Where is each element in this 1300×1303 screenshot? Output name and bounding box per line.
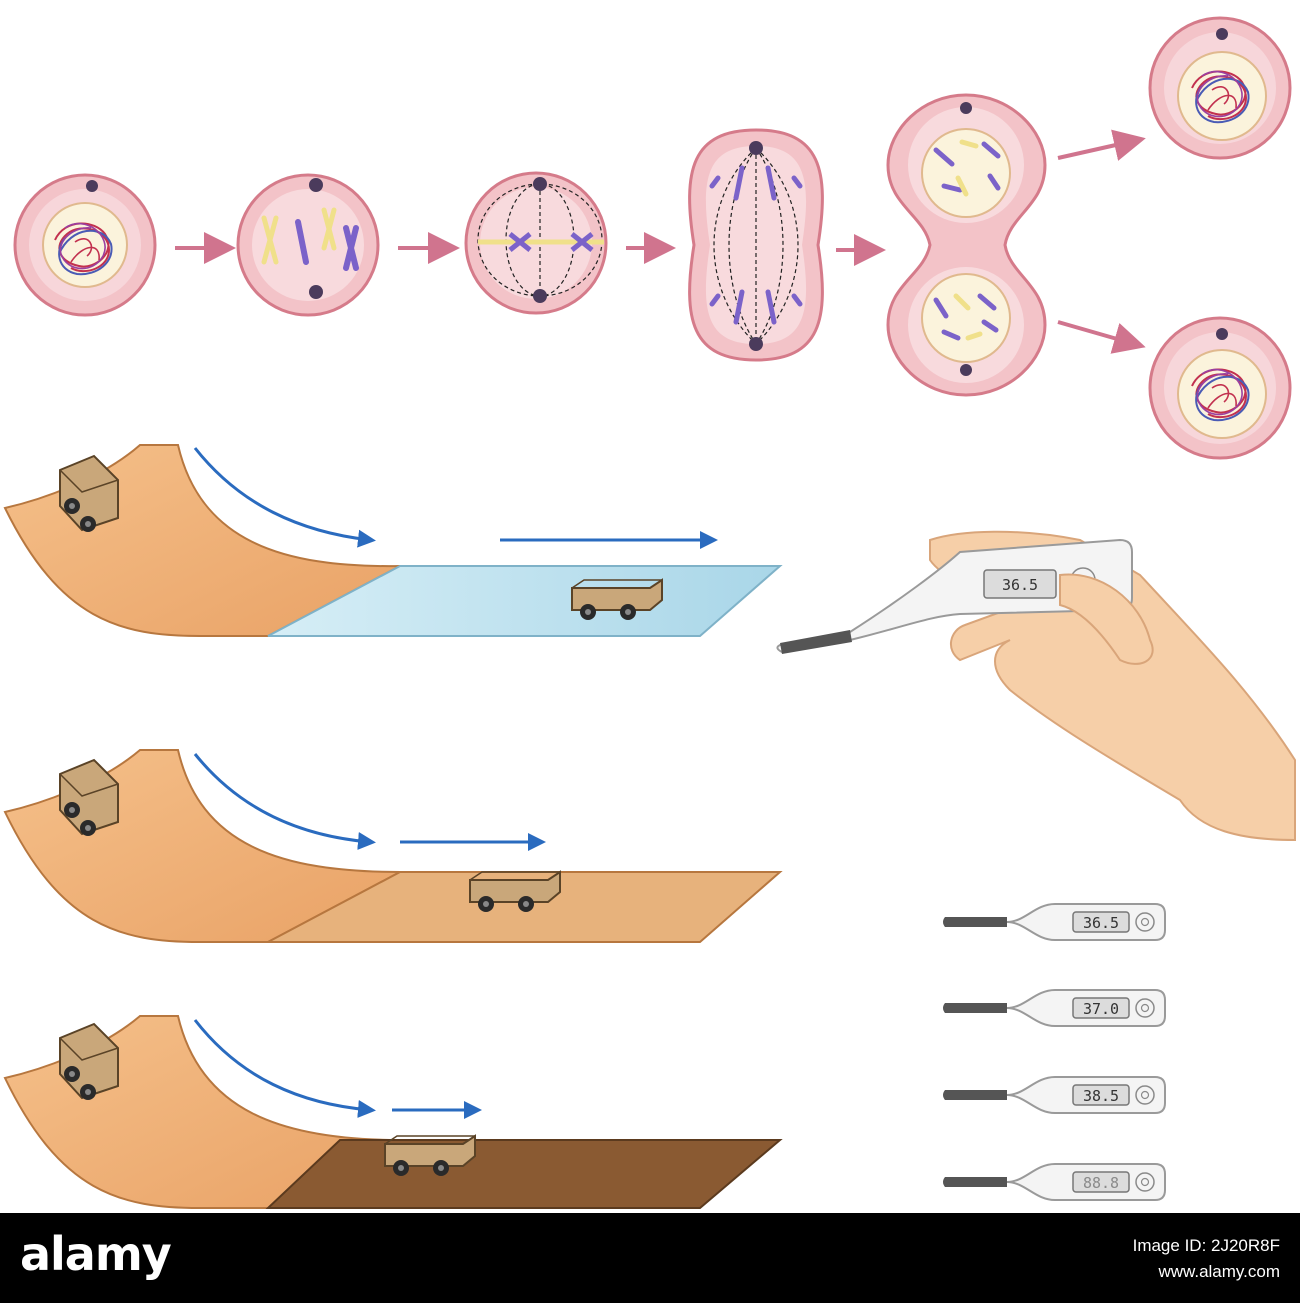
held-reading: 36.5: [1002, 576, 1038, 594]
alamy-logo: alamy: [20, 1227, 172, 1281]
thermometer-4: 88.8: [942, 1163, 1166, 1201]
image-meta: Image ID: 2J20R8F www.alamy.com: [1133, 1233, 1280, 1285]
arrow-5-down: [1057, 320, 1146, 354]
site-url: www.alamy.com: [1158, 1262, 1280, 1281]
cell-prophase: [236, 173, 380, 317]
thermometer-display: [983, 569, 1057, 599]
ramp-soil: [3, 1015, 783, 1209]
thermometer-2: 37.0: [942, 989, 1166, 1027]
arrow-5-up: [1057, 129, 1146, 161]
cell-metaphase: [464, 171, 608, 315]
cell-telophase: [886, 93, 1047, 397]
daughter-cell-bottom: [1148, 316, 1292, 460]
motion-arrow-curve: [193, 1019, 376, 1118]
ramp-wood: [3, 749, 783, 943]
motion-arrow-curve: [193, 447, 376, 548]
thermometer-3: 38.5: [942, 1076, 1166, 1114]
mitosis-sequence: [13, 16, 1292, 460]
ramp-glass: [3, 444, 783, 637]
svg-text:36.5: 36.5: [1083, 914, 1119, 932]
daughter-cell-top: [1148, 16, 1292, 160]
hand-with-thermometer: 36.5: [776, 530, 1296, 842]
svg-text:38.5: 38.5: [1083, 1087, 1119, 1105]
cell-interphase: [13, 173, 157, 317]
image-id: Image ID: 2J20R8F: [1132, 1236, 1280, 1255]
svg-text:88.8: 88.8: [1083, 1174, 1119, 1192]
thermometer-1: 36.5: [942, 903, 1166, 941]
svg-text:37.0: 37.0: [1083, 1000, 1119, 1018]
cell-anaphase: [688, 128, 824, 362]
thermometer-set: 36.5 37.0 38.5 88.8: [942, 903, 1166, 1201]
motion-arrow-curve: [193, 753, 376, 850]
watermark-footer: alamy Image ID: 2J20R8F www.alamy.com: [0, 1213, 1300, 1303]
